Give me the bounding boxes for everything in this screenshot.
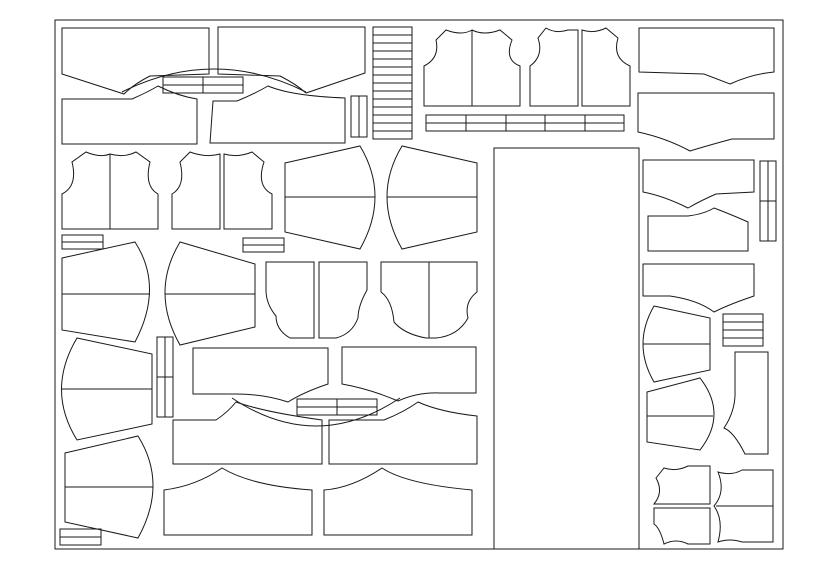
- yoke-piece: [217, 26, 366, 94]
- facing-piece: [647, 207, 749, 252]
- facing-piece: [323, 467, 473, 536]
- facing-piece: [209, 85, 346, 144]
- waistband-piece: [156, 336, 174, 418]
- strip-set: [61, 234, 104, 250]
- sleeve-piece: [64, 435, 154, 539]
- sleeve-piece: [164, 241, 256, 346]
- sleeve-piece: [61, 241, 150, 343]
- strip-set: [296, 398, 378, 416]
- facing-piece: [172, 401, 323, 465]
- sleeve-piece: [642, 305, 711, 383]
- pocket-piece: [723, 351, 769, 455]
- ladder-strip: [372, 26, 413, 140]
- yoke-piece: [341, 346, 477, 402]
- bodice-front: [581, 27, 631, 107]
- yoke-piece: [61, 27, 210, 95]
- pant-piece: [265, 261, 315, 339]
- strip-set: [59, 528, 102, 546]
- bodice-piece: [713, 469, 774, 543]
- pant-piece: [380, 261, 478, 339]
- bodice-piece: [653, 507, 711, 545]
- center-arc-seam: [231, 397, 401, 427]
- sleeve-piece: [386, 145, 478, 250]
- yoke-piece: [192, 347, 329, 403]
- waistband-small: [350, 95, 368, 138]
- sleeve-piece: [646, 377, 715, 451]
- waistband-piece: [759, 160, 777, 242]
- sleeve-piece: [61, 337, 153, 441]
- facing-piece: [61, 85, 198, 145]
- bodice-front: [529, 27, 579, 107]
- flounce-piece: [637, 92, 775, 152]
- strip-set: [162, 76, 244, 94]
- bodice-front: [171, 151, 221, 230]
- sleeve-piece: [284, 145, 376, 250]
- flounce-piece: [638, 27, 775, 85]
- strip-set: [425, 114, 625, 132]
- bodice-front: [223, 151, 273, 230]
- strip-set: [722, 313, 764, 347]
- strip-set: [242, 237, 285, 253]
- bodice-piece: [652, 465, 711, 505]
- marker-cutout-region: [493, 147, 640, 549]
- facing-piece: [163, 467, 313, 536]
- marker-outer-border: [54, 19, 784, 550]
- pant-piece: [318, 261, 368, 339]
- center-arc-seam: [121, 68, 307, 93]
- facing-piece: [328, 401, 478, 465]
- flounce-piece: [642, 263, 755, 313]
- flounce-piece: [642, 159, 755, 209]
